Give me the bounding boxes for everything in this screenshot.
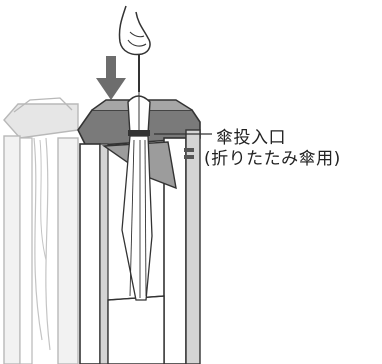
callout-label-line2: (折りたたみ傘用)	[204, 149, 341, 169]
callout-label-line1: 傘投入口	[216, 128, 286, 148]
down-arrow-icon	[96, 56, 126, 100]
hand-holding-umbrella-icon	[118, 5, 151, 56]
main-machine	[77, 99, 201, 364]
folding-umbrella	[121, 28, 153, 301]
ghost-machine	[3, 97, 79, 364]
